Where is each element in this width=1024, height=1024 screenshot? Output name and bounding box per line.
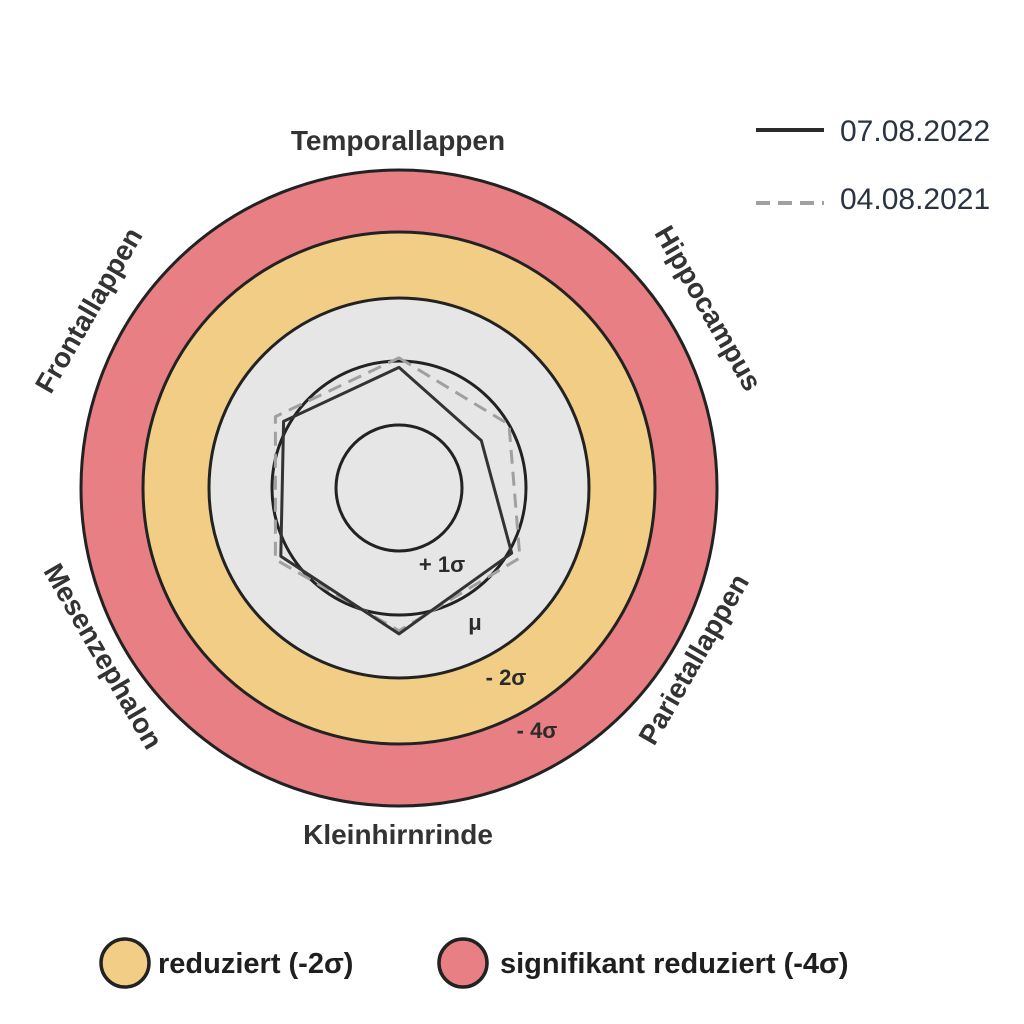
series-legend: 07.08.2022 04.08.2021 — [756, 115, 990, 216]
ring-label--2: - 2σ — [486, 665, 527, 690]
legend-signifikant-swatch — [437, 937, 489, 989]
series-polygon-07.08.2022 — [279, 365, 514, 636]
ring-1 — [334, 423, 464, 553]
legend-reduziert-swatch — [99, 937, 151, 989]
legend-series-2022: 07.08.2022 — [840, 115, 990, 148]
ring-labels: - 4σ - 2σ μ + 1σ — [419, 552, 557, 743]
series-polygons — [273, 356, 522, 636]
legend-reduziert-label: reduziert (-2σ) — [158, 948, 353, 980]
legend-series-2021: 04.08.2021 — [840, 183, 990, 216]
zone-legend: reduziert (-2σ) signifikant reduziert (-… — [99, 937, 849, 989]
axis-label-temporallappen: Temporallappen — [291, 125, 505, 156]
axis-label-kleinhirnrinde: Kleinhirnrinde — [303, 819, 493, 850]
ring-label-0: μ — [468, 610, 481, 635]
legend-signifikant-label: signifikant reduziert (-4σ) — [500, 948, 849, 980]
ring-label-1: + 1σ — [419, 552, 465, 577]
series-polygon-04.08.2021 — [273, 356, 522, 633]
ring-label--4: - 4σ — [517, 718, 558, 743]
sigma-rings — [79, 168, 719, 808]
